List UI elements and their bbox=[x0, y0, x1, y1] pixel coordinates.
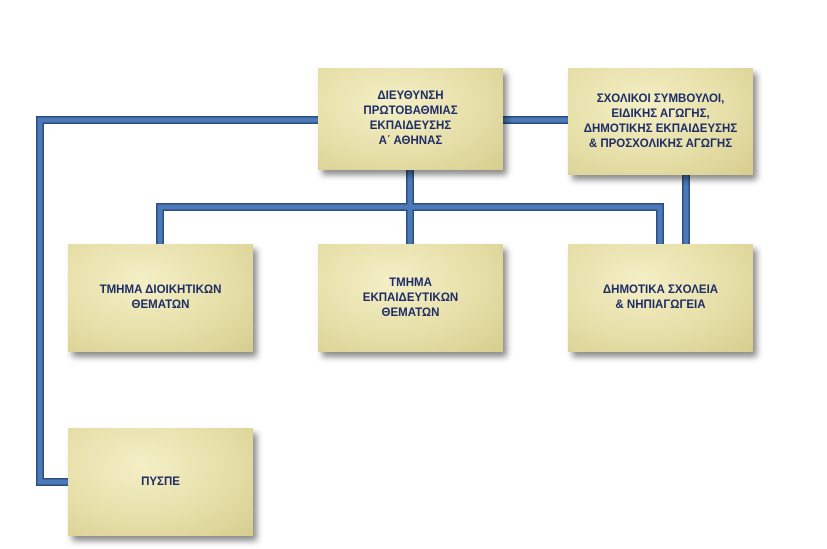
school-advisors-box: ΣΧΟΛΙΚΟΙ ΣΥΜΒΟΥΛΟΙ, ΕΙΔΙΚΗΣ ΑΓΩΓΗΣ, ΔΗΜΟ… bbox=[568, 68, 753, 175]
connector-line-outline bbox=[156, 203, 410, 244]
pyspe-label: ΠΥΣΠΕ bbox=[141, 475, 180, 488]
pyspe-box: ΠΥΣΠΕ bbox=[68, 428, 253, 536]
administrative-dept-label: ΤΜΗΜΑ ΔΙΟΙΚΗΤΙΚΩΝ ΘΕΜΑΤΩΝ bbox=[99, 284, 222, 311]
connector-line-outline bbox=[410, 203, 664, 244]
connector-line bbox=[157, 204, 410, 244]
educational-dept-box: ΤΜΗΜΑ ΕΚΠΑΙΔΕΥΤΙΚΩΝ ΘΕΜΑΤΩΝ bbox=[318, 244, 503, 352]
directorate-box: ΔΙΕΥΘΥΝΣΗ ΠΡΩΤΟΒΑΘΜΙΑΣ ΕΚΠΑΙΔΕΥΣΗΣ Α΄ ΑΘ… bbox=[318, 68, 503, 170]
schools-label: ΔΗΜΟΤΙΚΑ ΣΧΟΛΕΙΑ & ΝΗΠΙΑΓΩΓΕΙΑ bbox=[602, 284, 719, 311]
school-advisors-label: ΣΧΟΛΙΚΟΙ ΣΥΜΒΟΥΛΟΙ, ΕΙΔΙΚΗΣ ΑΓΩΓΗΣ, ΔΗΜΟ… bbox=[583, 92, 738, 150]
directorate-label: ΔΙΕΥΘΥΝΣΗ ΠΡΩΤΟΒΑΘΜΙΑΣ ΕΚΠΑΙΔΕΥΣΗΣ Α΄ ΑΘ… bbox=[363, 90, 458, 147]
administrative-dept-box: ΤΜΗΜΑ ΔΙΟΙΚΗΤΙΚΩΝ ΘΕΜΑΤΩΝ bbox=[68, 244, 253, 352]
connector-line bbox=[37, 117, 318, 485]
educational-dept-label: ΤΜΗΜΑ ΕΚΠΑΙΔΕΥΤΙΚΩΝ ΘΕΜΑΤΩΝ bbox=[362, 276, 459, 319]
connector-line bbox=[410, 204, 663, 244]
schools-box: ΔΗΜΟΤΙΚΑ ΣΧΟΛΕΙΑ & ΝΗΠΙΑΓΩΓΕΙΑ bbox=[568, 244, 753, 352]
